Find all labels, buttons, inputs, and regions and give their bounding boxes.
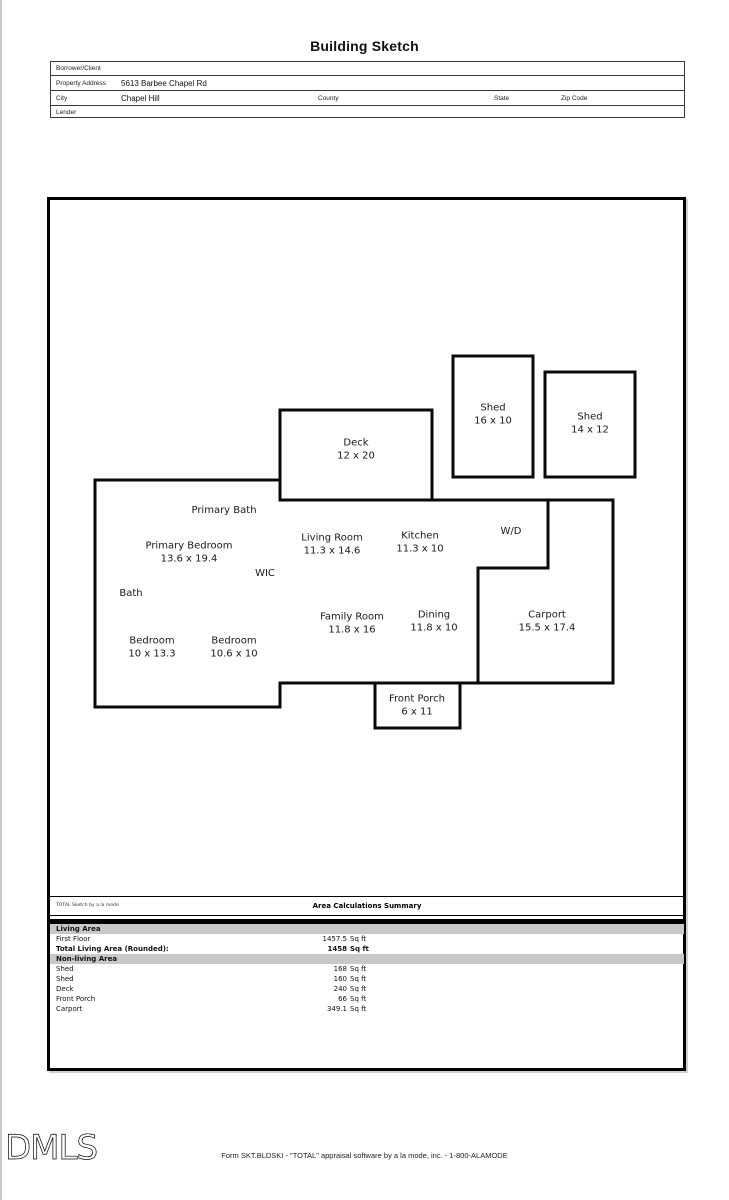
form-row-property-address: Property Address 5613 Barbee Chapel Rd xyxy=(51,76,684,91)
room-label-deck: Deck 12 x 20 xyxy=(337,437,375,462)
form-row-borrower: Borrower/Client xyxy=(51,62,684,76)
room-label-shed-2: Shed 14 x 12 xyxy=(571,411,609,436)
form-row-city: City Chapel Hill County State Zip Code xyxy=(51,91,684,106)
room-label-bath: Bath xyxy=(119,587,143,599)
property-address-value: 5613 Barbee Chapel Rd xyxy=(121,78,207,88)
summary-separator-line xyxy=(50,896,684,897)
room-label-washer-dryer: W/D xyxy=(500,525,522,537)
summary-thick-bar xyxy=(50,919,684,924)
room-label-bedroom-2: Bedroom 10.6 x 10 xyxy=(210,635,258,660)
section-header-non-living-area: Non-living Area xyxy=(50,954,684,964)
room-label-living-room: Living Room 11.3 x 14.6 xyxy=(301,532,363,557)
city-value: Chapel Hill xyxy=(121,93,160,103)
form-footer-text: Form SKT.BLDSKI - "TOTAL" appraisal soft… xyxy=(221,1151,508,1160)
form-row-lender: Lender xyxy=(51,106,684,118)
dmls-logo: DMLS xyxy=(5,1130,99,1166)
zip-code-label: Zip Code xyxy=(561,94,588,102)
section-header-living-area: Living Area xyxy=(50,924,684,934)
borrower-label: Borrower/Client xyxy=(56,65,101,72)
room-label-front-porch: Front Porch 6 x 11 xyxy=(389,693,445,718)
lender-label: Lender xyxy=(56,108,77,116)
svg-text:DMLS: DMLS xyxy=(5,1130,97,1166)
property-info-form: Borrower/Client Property Address 5613 Ba… xyxy=(50,61,685,118)
state-label: State xyxy=(494,94,510,102)
room-label-kitchen: Kitchen 11.3 x 10 xyxy=(396,530,444,555)
sketch-software-watermark: TOTAL Sketch by a la mode xyxy=(56,903,119,908)
room-label-primary-bedroom: Primary Bedroom 13.6 x 19.4 xyxy=(145,540,233,565)
room-label-wic: WIC xyxy=(255,567,275,579)
room-label-carport: Carport 15.5 x 17.4 xyxy=(518,609,576,634)
room-label-shed-1: Shed 16 x 10 xyxy=(474,402,512,427)
room-label-dining: Dining 11.8 x 10 xyxy=(410,609,458,634)
summary-header-underline xyxy=(50,915,684,916)
property-address-label: Property Address xyxy=(56,79,106,87)
room-label-bedroom-1: Bedroom 10 x 13.3 xyxy=(128,635,176,660)
page-edge-line xyxy=(0,0,2,1200)
room-label-family-room: Family Room 11.8 x 16 xyxy=(320,611,384,636)
summary-title: Area Calculations Summary xyxy=(312,902,422,910)
page-title: Building Sketch xyxy=(310,38,419,54)
county-label: County xyxy=(318,94,339,102)
city-label: City xyxy=(56,94,68,102)
room-label-primary-bath: Primary Bath xyxy=(191,504,257,516)
